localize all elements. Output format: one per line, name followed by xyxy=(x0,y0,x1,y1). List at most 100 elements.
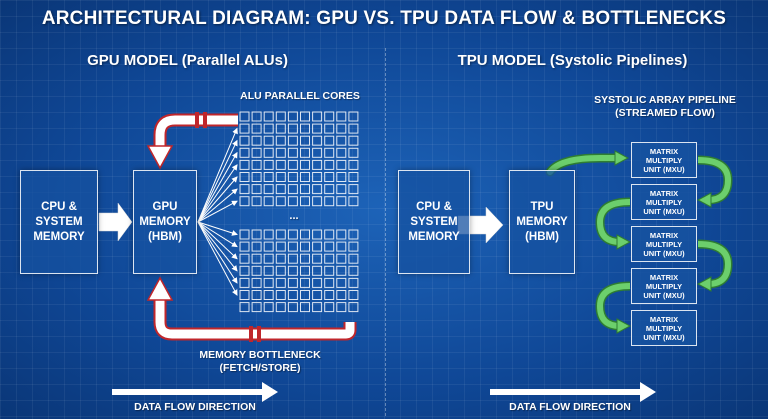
alu-core-cell xyxy=(287,147,298,158)
alu-core-cell xyxy=(324,265,335,276)
alu-core-cell xyxy=(251,123,262,134)
alu-core-cell xyxy=(275,302,286,313)
section-divider xyxy=(385,48,386,416)
alu-core-cell xyxy=(300,253,310,264)
alu-core-cell xyxy=(287,265,298,276)
alu-core-cell xyxy=(336,184,347,195)
tpu-section-title: TPU MODEL (Systolic Pipelines) xyxy=(457,52,688,69)
top-bottleneck-arrowhead xyxy=(146,145,174,170)
alu-core-cell xyxy=(251,265,262,276)
alu-core-cell xyxy=(312,196,323,207)
alu-core-cell xyxy=(263,184,274,195)
alu-core-cell xyxy=(300,172,310,182)
alu-core-cell xyxy=(324,196,335,207)
gpu-memory-box-label: GPU MEMORY (HBM) xyxy=(139,200,191,243)
alu-core-cell xyxy=(300,184,310,195)
alu-core-cell xyxy=(336,111,347,122)
alu-core-cell xyxy=(287,172,298,182)
alu-core-cell xyxy=(300,159,310,170)
gpu-memory-box: GPU MEMORY (HBM) xyxy=(133,170,197,274)
alu-core-cell xyxy=(239,184,250,195)
alu-core-cell xyxy=(312,123,323,134)
alu-core-cell xyxy=(312,253,323,264)
alu-fanout-arrow xyxy=(197,164,238,223)
alu-core-cell xyxy=(251,159,262,170)
alu-core-cell xyxy=(336,196,347,207)
mxu-label: MATRIX MULTIPLY UNIT (MXU) xyxy=(643,146,685,174)
alu-core-cell xyxy=(300,111,310,122)
alu-core-cell xyxy=(348,265,359,276)
alu-core-cell xyxy=(287,111,298,122)
alu-core-cell xyxy=(312,147,323,158)
alu-core-cell xyxy=(312,277,323,288)
alu-core-cell xyxy=(348,229,359,240)
alu-core-cell xyxy=(348,172,359,182)
alu-core-cell xyxy=(239,241,250,252)
alu-core-cell xyxy=(336,290,347,300)
alu-core-cell xyxy=(287,229,298,240)
alu-core-cell xyxy=(324,159,335,170)
alu-fanout-arrow xyxy=(197,127,238,223)
alu-core-cell xyxy=(287,241,298,252)
alu-core-cell xyxy=(348,184,359,195)
alu-core-cell xyxy=(324,253,335,264)
alu-core-cell xyxy=(300,229,310,240)
alu-fanout-arrow xyxy=(197,188,238,223)
alu-core-cell xyxy=(336,302,347,313)
tpu-cpu-box-label: CPU & SYSTEM MEMORY xyxy=(408,200,460,243)
alu-core-cell xyxy=(263,123,274,134)
alu-core-cell xyxy=(312,172,323,182)
tpu-data-flow-label: DATA FLOW DIRECTION xyxy=(509,401,631,413)
systolic-pipeline-arrows xyxy=(545,150,733,334)
alu-core-cell xyxy=(312,302,323,313)
alu-core-cell xyxy=(348,111,359,122)
alu-fanout-lines xyxy=(197,127,238,296)
alu-core-cell xyxy=(324,290,335,300)
gpu-section-title: GPU MODEL (Parallel ALUs) xyxy=(87,52,288,69)
alu-core-cell xyxy=(251,290,262,300)
alu-core-cell xyxy=(251,253,262,264)
alu-core-cell xyxy=(300,241,310,252)
alu-core-cell xyxy=(300,302,310,313)
alu-core-cell xyxy=(263,147,274,158)
alu-core-cell xyxy=(348,135,359,146)
alu-core-cell xyxy=(251,172,262,182)
alu-core-cell xyxy=(300,265,310,276)
alu-core-cell xyxy=(336,172,347,182)
alu-core-cell xyxy=(336,253,347,264)
tpu-cpu-system-memory-box: CPU & SYSTEM MEMORY xyxy=(398,170,470,274)
alu-core-cell xyxy=(275,253,286,264)
alu-fanout-arrow xyxy=(197,221,238,296)
alu-core-cell xyxy=(263,241,274,252)
alu-core-cell xyxy=(312,135,323,146)
mxu-box-1: MATRIX MULTIPLY UNIT (MXU) xyxy=(631,142,697,178)
mxu-label: MATRIX MULTIPLY UNIT (MXU) xyxy=(643,188,685,216)
alu-core-cell xyxy=(336,277,347,288)
alu-core-cell xyxy=(239,290,250,300)
mxu-box-4: MATRIX MULTIPLY UNIT (MXU) xyxy=(631,268,697,304)
alu-core-cell xyxy=(251,241,262,252)
alu-fanout-arrow xyxy=(197,221,238,272)
alu-fanout-arrow xyxy=(197,139,238,223)
alu-core-cell xyxy=(275,241,286,252)
alu-core-cell xyxy=(324,184,335,195)
bottleneck-clamp-icon xyxy=(203,112,207,128)
fetch-store-label: (FETCH/STORE) xyxy=(219,362,301,374)
alu-core-cell xyxy=(287,196,298,207)
alu-core-cell xyxy=(324,111,335,122)
alu-core-cell xyxy=(239,172,250,182)
alu-core-cell xyxy=(312,229,323,240)
alu-core-cell xyxy=(275,229,286,240)
alu-core-cell xyxy=(312,159,323,170)
alu-core-cell xyxy=(348,241,359,252)
bottleneck-clamp-icon xyxy=(195,112,199,128)
alu-core-cell xyxy=(263,159,274,170)
alu-core-cell xyxy=(336,241,347,252)
alu-core-cell xyxy=(287,184,298,195)
mxu-label: MATRIX MULTIPLY UNIT (MXU) xyxy=(643,272,685,300)
alu-core-cell xyxy=(287,302,298,313)
alu-core-cell xyxy=(324,147,335,158)
mxu-label: MATRIX MULTIPLY UNIT (MXU) xyxy=(643,314,685,342)
